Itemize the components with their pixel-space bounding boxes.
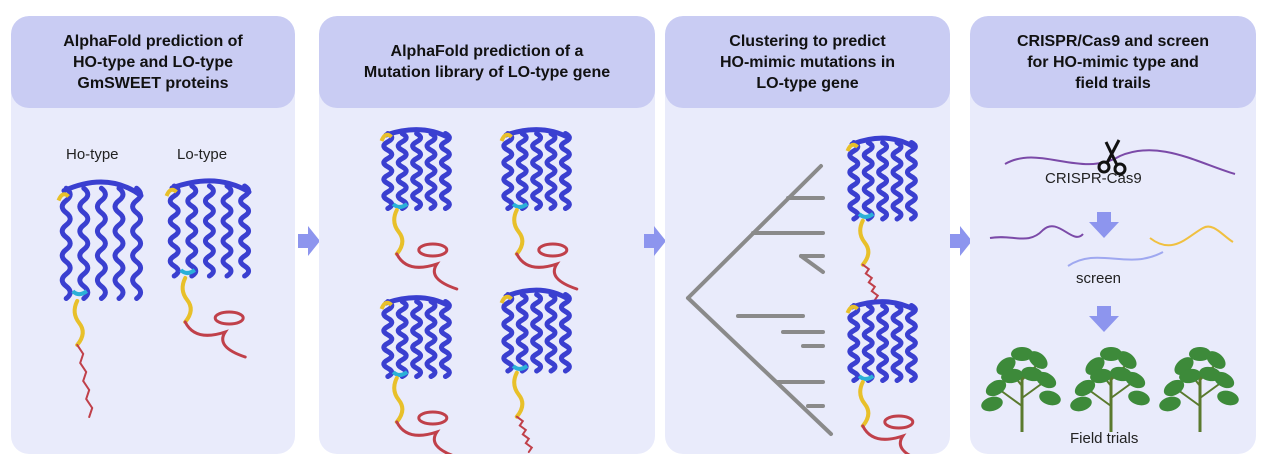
flow-arrow-icon: [298, 226, 320, 256]
plant-icon: [1070, 347, 1150, 432]
ho-type-label: Ho-type: [66, 146, 119, 163]
panel-alphafold-ho-lo: AlphaFold prediction of HO-type and LO-t…: [11, 16, 295, 454]
protein-structure-icon: [56, 179, 144, 418]
panel-title: AlphaFold prediction of HO-type and LO-t…: [63, 32, 243, 92]
panel-header: Clustering to predict HO-mimic mutations…: [665, 16, 950, 108]
lo-type-label: Lo-type: [177, 146, 228, 163]
plant-icon: [1159, 347, 1239, 432]
protein-structure-icon: [164, 178, 252, 359]
protein-structure-icon: [379, 127, 459, 291]
protein-structure-icon: [845, 135, 918, 301]
panel-crispr-field: CRISPR/Cas9 and screen for HO-mimic type…: [970, 16, 1256, 454]
plant-icon: [981, 347, 1061, 432]
panel-title: Clustering to predict HO-mimic mutations…: [719, 32, 896, 92]
flow-arrow-icon: [950, 226, 972, 256]
panel-title: AlphaFold prediction of a Mutation libra…: [363, 43, 611, 81]
panel-header: AlphaFold prediction of HO-type and LO-t…: [11, 16, 295, 108]
protein-structure-icon: [499, 287, 572, 453]
field-trials-label: Field trials: [1070, 430, 1139, 447]
protein-structure-icon: [845, 299, 918, 454]
protein-structure-icon: [499, 127, 579, 291]
panel-header: AlphaFold prediction of a Mutation libra…: [319, 16, 655, 108]
panel-clustering: Clustering to predict HO-mimic mutations…: [665, 16, 950, 454]
protein-structure-icon: [379, 295, 454, 454]
panel-mutation-library: AlphaFold prediction of a Mutation libra…: [319, 16, 655, 454]
flow-arrow-icon: [1089, 306, 1119, 332]
panel-header: CRISPR/Cas9 and screen for HO-mimic type…: [970, 16, 1256, 108]
edited-strands: [989, 225, 1234, 267]
scissors-icon: [1097, 139, 1127, 176]
crispr-label: CRISPR-Cas9: [1045, 170, 1142, 187]
dna-strand: [1004, 149, 1236, 175]
flow-arrow-icon: [1089, 212, 1119, 238]
flow-arrow-icon: [644, 226, 666, 256]
panel-title: CRISPR/Cas9 and screen for HO-mimic type…: [1016, 32, 1210, 92]
cluster-tree-icon: [686, 164, 833, 436]
screen-label: screen: [1076, 270, 1122, 287]
